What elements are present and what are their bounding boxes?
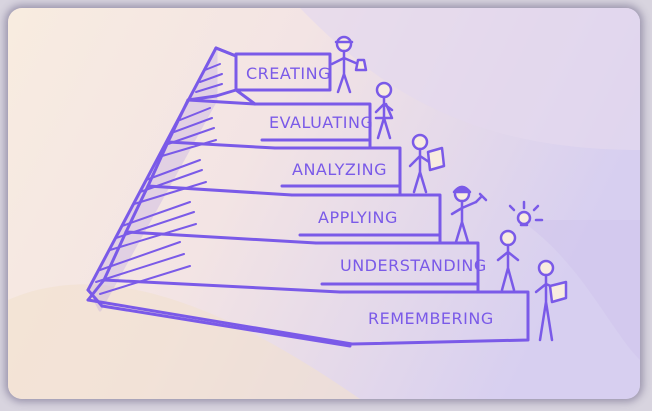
figure-creating	[330, 35, 368, 94]
level-applying-label: APPLYING	[318, 208, 398, 227]
wrench-icon	[474, 192, 488, 204]
background-swoosh-bottom	[8, 284, 360, 399]
book-icon	[426, 146, 446, 172]
background-swoosh-right	[520, 220, 640, 360]
figure-evaluating	[374, 81, 394, 140]
diagram-card: CREATING EVALUATING ANALYZING APPLYING U…	[8, 8, 640, 399]
level-remembering-label: REMEMBERING	[368, 309, 494, 328]
book-icon	[548, 280, 568, 304]
background-swoosh-top	[300, 8, 640, 150]
figure-remembering	[534, 259, 568, 342]
figure-applying	[450, 185, 488, 244]
level-creating-label: CREATING	[246, 64, 331, 83]
level-evaluating-label: EVALUATING	[269, 113, 373, 132]
figure-understanding	[496, 200, 544, 292]
hard-hat-icon	[452, 185, 472, 194]
level-understanding-label: UNDERSTANDING	[340, 256, 487, 275]
flask-icon	[354, 58, 368, 72]
bloom-taxonomy-pyramid: CREATING EVALUATING ANALYZING APPLYING U…	[8, 8, 640, 399]
lightbulb-icon	[516, 210, 532, 226]
figure-analyzing	[408, 133, 446, 194]
pyramid-outline	[86, 46, 530, 348]
level-analyzing-label: ANALYZING	[292, 160, 387, 179]
